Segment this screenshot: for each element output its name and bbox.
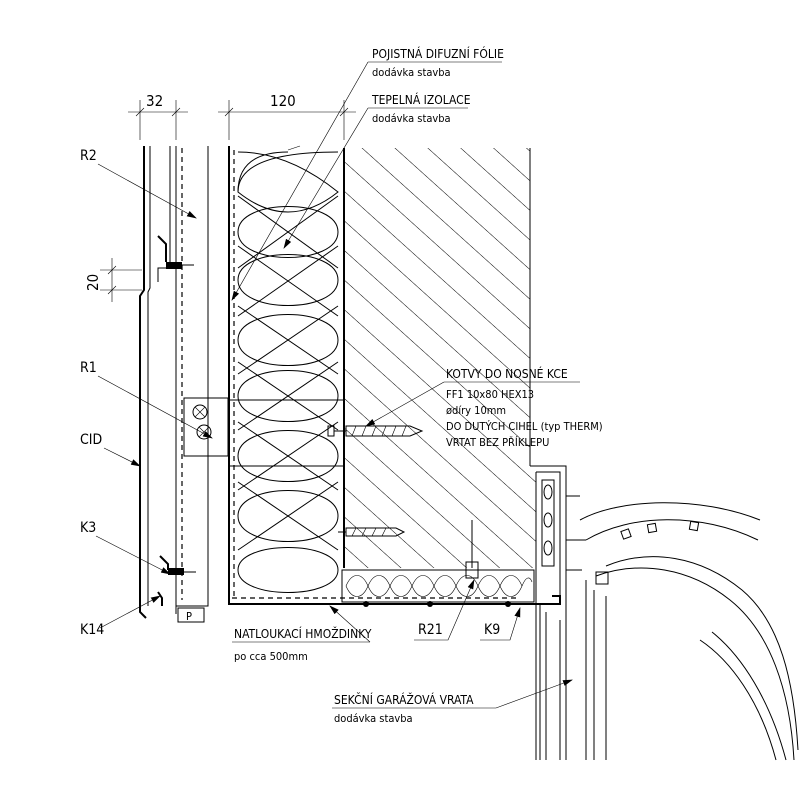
cladding-profile	[139, 146, 209, 619]
door-curved-track	[579, 502, 799, 761]
thermal-insulation	[228, 146, 344, 605]
p-label: P	[186, 610, 192, 623]
dimension-120: 120	[218, 92, 356, 140]
label-k3: K3	[80, 520, 171, 575]
mark-k14: K14	[80, 622, 104, 638]
mark-cid: CID	[80, 432, 102, 448]
dimension-32: 32	[128, 92, 188, 140]
masonry-wall	[343, 148, 536, 568]
anchors-line3: DO DUTÝCH CIHEL (typ THERM)	[446, 420, 603, 433]
label-r1: R1	[80, 360, 213, 439]
clip-bottom	[157, 591, 163, 606]
foil-title: POJISTNÁ DIFUZNÍ FÓLIE	[372, 46, 504, 61]
callout-anchors: KOTVY DO NOSNÉ KCE FF1 10x80 HEX13 ødíry…	[365, 366, 603, 449]
anchors-line1: FF1 10x80 HEX13	[446, 388, 534, 401]
dim-32-label: 32	[146, 92, 163, 110]
garage-title: SEKČNÍ GARÁŽOVÁ VRATA	[334, 692, 474, 707]
label-k9: K9	[480, 607, 521, 641]
label-cid: CID	[80, 432, 141, 467]
callout-insulation: TEPELNÁ IZOLACE dodávka stavba	[283, 92, 471, 249]
anchor-upper	[327, 425, 424, 437]
anchors-title: KOTVY DO NOSNÉ KCE	[446, 366, 568, 381]
label-r21: R21	[414, 579, 475, 641]
anchors-line4: VRTAT BEZ PŘÍKLEPU	[446, 436, 549, 449]
screw-lower	[159, 555, 196, 575]
lintel-insulation	[229, 520, 561, 607]
anchor-lower	[338, 527, 406, 537]
anchors-line2: ødíry 10mm	[446, 404, 506, 417]
mark-r21: R21	[418, 622, 443, 638]
label-k14: K14	[80, 595, 161, 638]
foil-sub: dodávka stavba	[372, 66, 451, 79]
mark-k9: K9	[484, 622, 500, 638]
bracket-plate	[183, 397, 344, 467]
label-r2: R2	[80, 148, 197, 219]
garage-sub: dodávka stavba	[334, 712, 413, 725]
screw-upper	[157, 235, 194, 269]
callout-dowels: NATLOUKACÍ HMOŽDINKY po cca 500mm	[232, 605, 372, 663]
callout-foil: POJISTNÁ DIFUZNÍ FÓLIE dodávka stavba	[231, 46, 504, 301]
dowels-title: NATLOUKACÍ HMOŽDINKY	[234, 626, 372, 641]
dim-120-label: 120	[270, 92, 296, 110]
mark-k3: K3	[80, 520, 96, 536]
dowels-sub: po cca 500mm	[234, 650, 308, 663]
insulation-title: TEPELNÁ IZOLACE	[371, 92, 471, 107]
mark-r1: R1	[80, 360, 97, 376]
dimension-20: 20	[84, 258, 142, 302]
callout-garage: SEKČNÍ GARÁŽOVÁ VRATA dodávka stavba	[332, 679, 573, 725]
p-box: P	[177, 607, 205, 623]
dim-20-label: 20	[84, 274, 102, 291]
mark-r2: R2	[80, 148, 97, 164]
garage-door-frame	[530, 465, 586, 760]
insulation-sub: dodávka stavba	[372, 112, 451, 125]
